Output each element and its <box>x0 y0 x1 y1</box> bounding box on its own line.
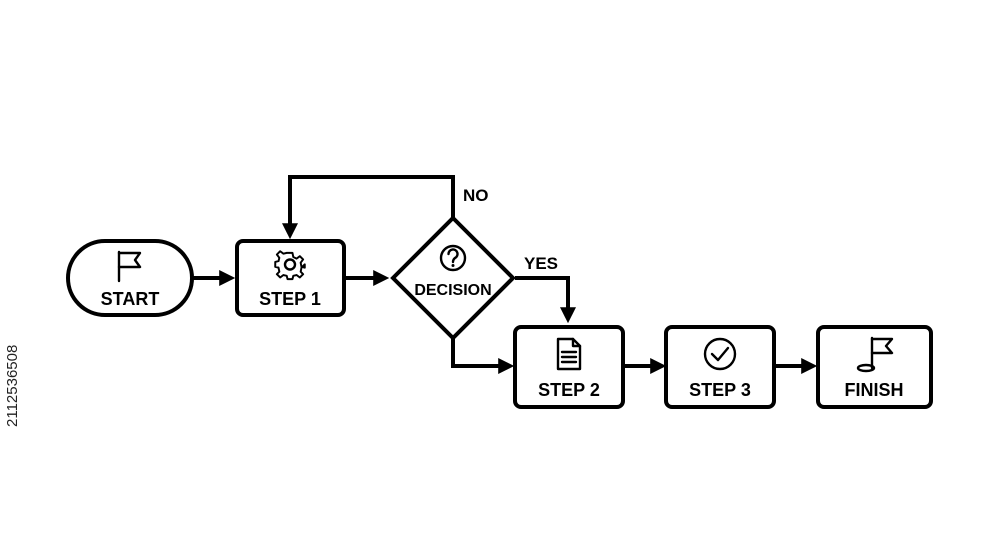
step1-box <box>235 239 346 317</box>
step3-box <box>664 325 776 409</box>
edges: NO YES <box>192 175 818 374</box>
start-label: START <box>101 289 160 309</box>
edge-label-no: NO <box>463 186 489 205</box>
start-terminator-shape <box>66 239 194 317</box>
decision-label: DECISION <box>414 282 491 299</box>
edge-label-yes: YES <box>524 254 558 273</box>
finish-label: FINISH <box>844 380 903 400</box>
document-icon <box>556 337 582 371</box>
gear-icon <box>274 250 306 281</box>
node-decision: DECISION <box>390 215 516 341</box>
node-finish: FINISH <box>816 325 933 409</box>
node-step2: STEP 2 <box>513 325 625 409</box>
node-start: START <box>66 239 194 317</box>
edge-decision-yes-to-step2 <box>515 276 576 324</box>
node-step1: STEP 1 <box>235 239 346 317</box>
edge-decision-no-loop <box>282 175 455 240</box>
flag-icon <box>117 250 142 283</box>
step1-label: STEP 1 <box>259 289 321 309</box>
edge-decision-to-step2 <box>451 338 515 374</box>
decision-diamond <box>390 215 516 341</box>
step3-label: STEP 3 <box>689 380 751 400</box>
stock-image-id: 2112536508 <box>4 344 21 428</box>
question-icon <box>439 244 467 272</box>
golf-flag-icon <box>856 336 894 373</box>
check-circle-icon <box>703 337 737 371</box>
node-step3: STEP 3 <box>664 325 776 409</box>
step2-label: STEP 2 <box>538 380 600 400</box>
step2-box <box>513 325 625 409</box>
